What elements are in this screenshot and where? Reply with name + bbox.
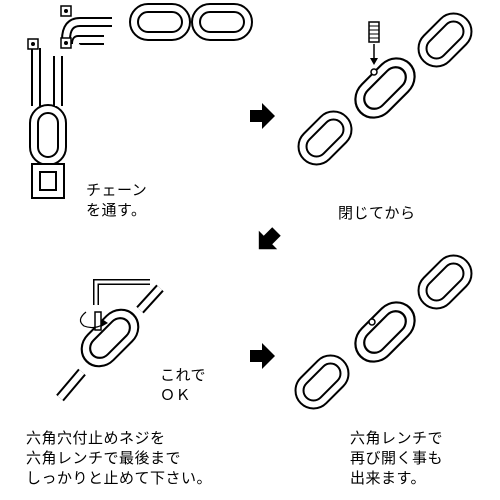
chain-link	[134, 8, 186, 36]
chain-link	[31, 163, 65, 199]
chain-link	[294, 354, 351, 411]
rotation-arrow-icon	[79, 311, 108, 329]
instruction-line: しっかりと止めて下さい。	[26, 469, 213, 487]
caption-line: チェーン	[86, 181, 148, 199]
chain-link	[56, 368, 86, 402]
connector-link	[80, 308, 140, 368]
arrow-right-icon	[250, 343, 275, 369]
caption-line: を通す。	[86, 201, 147, 219]
caption-line: 出来ます。	[350, 469, 427, 487]
step4-caption: 六角レンチで 再び開く事も 出来ます。	[350, 428, 443, 488]
arrow-right-icon	[250, 103, 275, 129]
step3-caption: これで ＯＫ	[160, 365, 206, 405]
caption-line: 六角レンチで	[350, 429, 444, 447]
panel-reopen	[294, 254, 474, 411]
screw-icon	[368, 21, 380, 76]
instruction-line: 六角レンチで最後まで	[26, 449, 182, 467]
chain-link	[136, 284, 164, 314]
step2-caption: 閉じてから	[338, 203, 416, 223]
connector-link	[353, 56, 416, 119]
panel-tighten-screw	[56, 279, 164, 402]
hex-key-icon	[93, 279, 150, 305]
screw-hole-icon	[368, 318, 376, 326]
caption-line: ＯＫ	[160, 386, 192, 404]
caption-line: 閉じてから	[338, 204, 416, 222]
caption-line: これで	[160, 366, 207, 384]
chain-link	[196, 8, 248, 36]
connector-link	[353, 300, 416, 363]
step1-caption: チェーン を通す。	[86, 180, 147, 220]
chain-link	[297, 110, 354, 167]
chain-link	[34, 109, 62, 161]
screw-icon	[94, 311, 102, 331]
chain-link	[417, 254, 474, 311]
caption-line: 再び開く事も	[350, 449, 444, 467]
instruction-text: 六角穴付止めネジを 六角レンチで最後まで しっかりと止めて下さい。	[26, 428, 212, 488]
panel-open-connector	[27, 5, 248, 199]
chain-link	[417, 12, 474, 69]
open-connector-link	[27, 5, 112, 106]
instruction-line: 六角穴付止めネジを	[26, 429, 166, 447]
panel-closed-connector	[297, 12, 474, 167]
arrow-down-left-icon	[249, 222, 286, 259]
